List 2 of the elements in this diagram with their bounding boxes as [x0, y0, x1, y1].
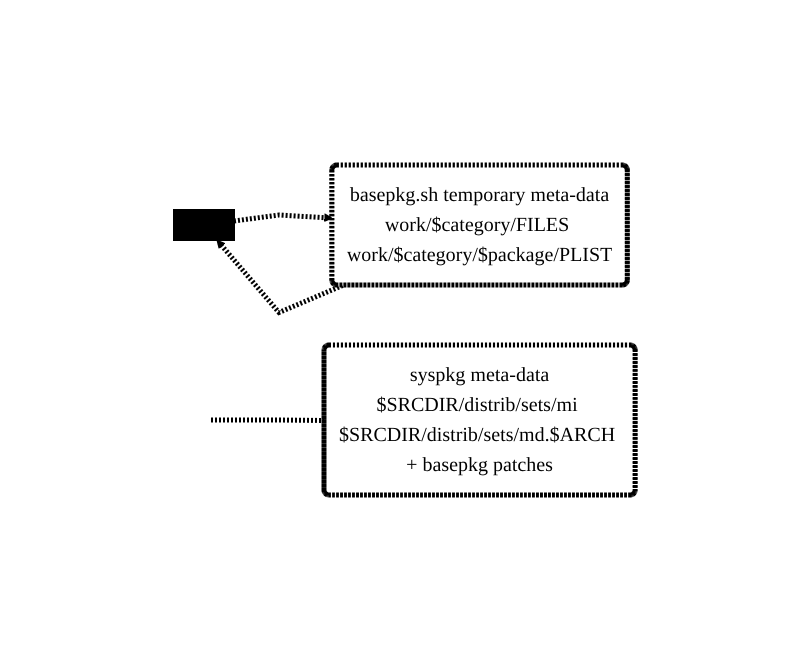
arrow: [216, 240, 344, 316]
node-bar: [172, 209, 235, 241]
